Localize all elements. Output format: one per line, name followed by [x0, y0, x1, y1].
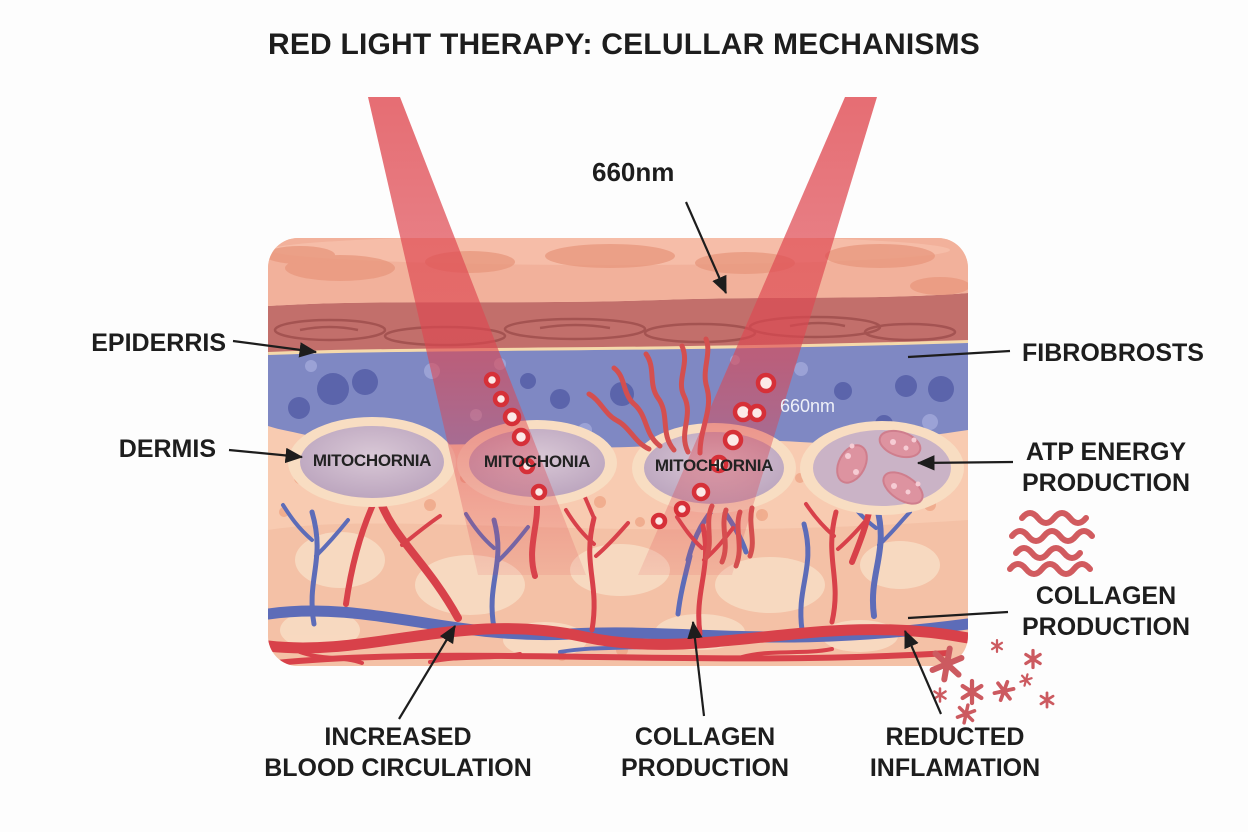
collagen-production-bottom-label: COLLAGEN PRODUCTION — [588, 722, 822, 784]
blood-circulation-label: INCREASED BLOOD CIRCULATION — [248, 722, 548, 784]
mitochondrion-3-label: MITOCHORNIA — [654, 456, 774, 475]
fibroblasts-label: FIBROBROSTS — [1022, 339, 1204, 367]
mitochondrion-4-atp — [800, 421, 964, 515]
dermis-label: DERMIS — [118, 435, 216, 463]
inflammation-stars-icon — [931, 639, 1055, 727]
light-beam-right — [638, 97, 877, 575]
arrow-epidermis — [232, 339, 318, 358]
atp-energy-label: ATP ENERGY PRODUCTION — [1018, 437, 1194, 499]
wavelength-label-inner: 660nm — [780, 396, 836, 416]
light-beam-left — [368, 97, 586, 575]
collagen-right-line2: PRODUCTION — [1021, 613, 1191, 641]
annotation-arrows — [228, 201, 1014, 720]
mitochondrion-2-label: MITOCHONIA — [483, 452, 591, 471]
inflammation-line2: INFLAMATION — [869, 754, 1041, 782]
collagen-bottom-line1: COLLAGEN — [634, 723, 776, 751]
arrow-dermis — [228, 447, 304, 464]
page-title: RED LIGHT THERAPY: CELULLAR MECHANISMS — [267, 28, 981, 61]
mitochondrion-1-label: MITOCHORNIA — [312, 451, 432, 470]
arrow-collagen-bottom — [687, 620, 706, 717]
atp-energy-label-line2: PRODUCTION — [1021, 469, 1191, 497]
collagen-production-right-label: COLLAGEN PRODUCTION — [1020, 581, 1192, 643]
arrow-atp — [916, 455, 1014, 471]
collagen-bottom-line2: PRODUCTION — [620, 754, 790, 782]
photon-dots — [483, 371, 777, 530]
wavelength-label: 660nm — [592, 157, 675, 187]
collagen-fibers-icon — [1007, 510, 1095, 577]
atp-energy-label-line1: ATP ENERGY — [1025, 438, 1187, 466]
reduced-inflammation-label: REDUCTED INFLAMATION — [845, 722, 1065, 784]
blood-circulation-line2: BLOOD CIRCULATION — [264, 754, 532, 782]
mitochondrion-1 — [288, 417, 456, 507]
inflammation-line1: REDUCTED — [885, 723, 1025, 751]
arrow-inflammation — [903, 629, 943, 715]
arrow-circulation — [398, 625, 456, 720]
epidermis-label: EPIDERRIS — [91, 329, 226, 357]
line-collagen-right — [907, 610, 1009, 620]
bean-dots — [845, 437, 921, 495]
atp-mitochondria-beans — [836, 429, 924, 505]
arrow-660nm — [684, 201, 728, 295]
collagen-right-line1: COLLAGEN — [1035, 582, 1177, 610]
blood-circulation-line1: INCREASED — [324, 723, 472, 751]
line-fibroblasts — [907, 349, 1011, 359]
